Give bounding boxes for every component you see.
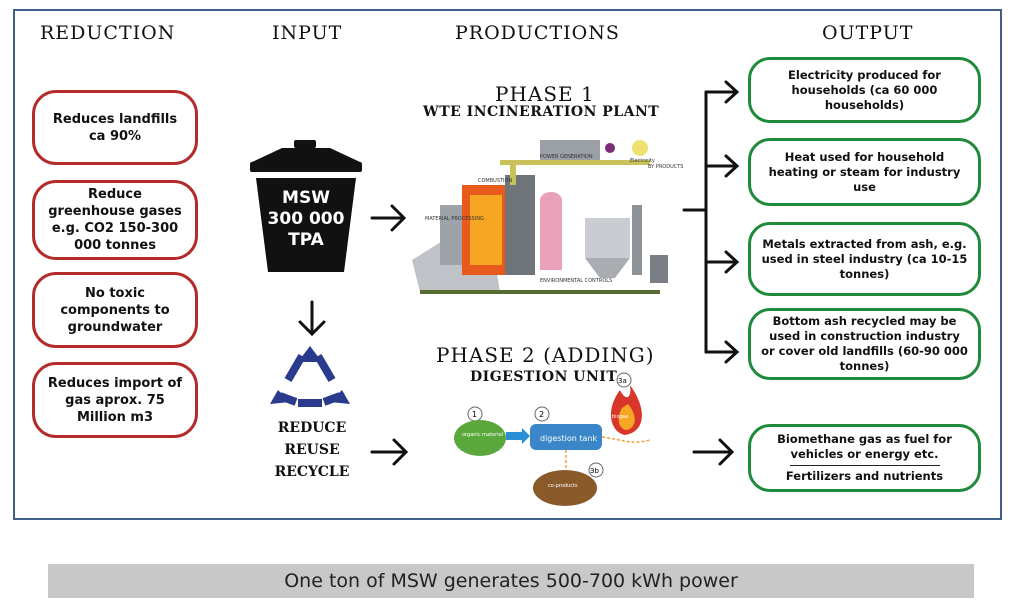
step-3b-label: 3b [590,467,599,475]
label-combustion: COMBUSTION [478,178,512,184]
label-reduce: REDUCE [277,420,347,436]
output-biomethane-text: Biomethane gas as fuel for vehicles or e… [777,432,952,461]
step-2-label: 2 [539,410,544,419]
label-electricity: Electricity [630,158,655,164]
output-box-metals: Metals extracted from ash, e.g. used in … [748,222,981,296]
bin-line-amount: 300 000 [267,209,345,229]
output-box-bottom-ash: Bottom ash recycled may be used in const… [748,308,981,380]
label-reuse: REUSE [284,442,340,458]
label-byproducts: BY PRODUCTS [648,164,683,170]
arrow-bin-to-phase1 [370,204,407,232]
step-3a-label: 3a [618,377,627,385]
branch-arrows-phase1 [682,80,740,364]
label-organic-material: organic material [462,432,503,438]
bin-line-msw: MSW [282,188,330,208]
recycle-arrowheads [270,346,350,404]
phase2-subtitle: DIGESTION UNIT [470,369,618,385]
arrow-bin-to-recycle [298,300,326,337]
footer-banner: One ton of MSW generates 500-700 kWh pow… [48,564,974,598]
reduction-box-greenhouse: Reduce greenhouse gases e.g. CO2 150-300… [32,180,198,260]
output-metals-text: Metals extracted from ash, e.g. used in … [761,236,968,281]
digestion-unit-illustration: 1 organic material 2 digestion tank 3a b… [454,372,651,506]
output-bottom-ash-text: Bottom ash recycled may be used in const… [761,314,968,373]
recycle-icon [278,353,342,407]
label-material-processing: MATERIAL PROCESSING [425,216,484,222]
reduction-box-gas-import: Reduces import of gas aprox. 75 Million … [32,362,198,438]
phase1-title: PHASE 1 [495,82,595,106]
phase1-subtitle: WTE INCINERATION PLANT [423,104,660,120]
label-digestion-tank: digestion tank [540,434,597,443]
reduction-box-toxic: No toxic components to groundwater [32,272,198,348]
label-environmental-controls: ENVIRONMENTAL CONTROLS [540,278,612,284]
output-box-heat: Heat used for household heating or steam… [748,138,981,206]
label-recycle: RECYCLE [274,464,350,480]
header-input: INPUT [272,22,343,44]
header-reduction: REDUCTION [40,22,176,44]
output-box-electricity: Electricity produced for households (ca … [748,57,981,123]
arrow-recycle-to-phase2 [370,438,409,466]
label-coproducts: co-products [548,483,578,489]
output-electricity-text: Electricity produced for households (ca … [788,67,941,112]
header-output: OUTPUT [822,22,914,44]
output-fertilizers-text: Fertilizers and nutrients [785,469,944,483]
reduction-box-landfills: Reduces landfills ca 90% [32,90,198,165]
incineration-plant-illustration: POWER GENERATION COMBUSTION MATERIAL PRO… [412,140,683,294]
phase2-title: PHASE 2 (ADDING) [436,343,655,367]
label-biogas: biogas [612,414,629,420]
output-box-biomethane: Biomethane gas as fuel for vehicles or e… [748,424,981,492]
bin-label: MSW 300 000 TPA [260,188,352,251]
step-1-label: 1 [472,410,477,419]
output-heat-text: Heat used for household heating or steam… [768,149,961,194]
reduce-reuse-recycle-label: REDUCE REUSE RECYCLE [262,417,362,483]
bin-line-tpa: TPA [288,230,324,250]
label-power-generation: POWER GENERATION [540,154,593,160]
output-divider [789,465,940,466]
trash-bin-icon [250,140,362,272]
header-productions: PRODUCTIONS [455,22,620,44]
arrow-phase2-to-output [692,438,735,466]
